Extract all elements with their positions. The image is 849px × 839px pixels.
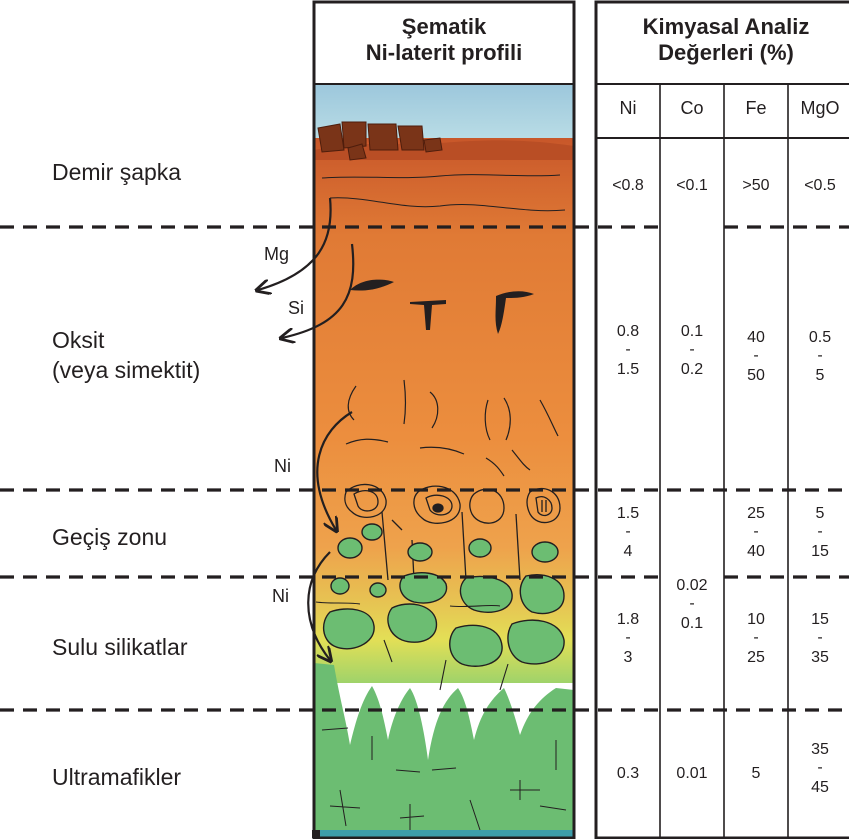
cell-co-shared-dash: -: [660, 596, 724, 612]
cell-ultramafic-ni: 0.3: [596, 766, 660, 782]
arrow-label-mg: Mg: [264, 244, 289, 265]
column-header-ni: Ni: [596, 98, 660, 119]
cell-co-shared-max: 0.1: [660, 616, 724, 632]
cell-oxide-fe-min: 40: [724, 330, 788, 346]
cell-oxide-mgo-min: 0.5: [788, 330, 849, 346]
cell-oxide-mgo-max: 5: [788, 368, 849, 384]
arrow-label-ni-upper: Ni: [274, 456, 291, 477]
cell-oxide-fe-max: 50: [724, 368, 788, 384]
cell-transition-ni: 1.5 - 4: [596, 506, 660, 560]
cell-hydrous-mgo-dash: -: [788, 630, 849, 646]
cell-hydrous-fe: 10 - 25: [724, 612, 788, 666]
cell-ultramafic-mgo-max: 45: [788, 780, 849, 796]
cell-ultramafic-mgo: 35 - 45: [788, 742, 849, 796]
cell-co-shared-min: 0.02: [660, 578, 724, 594]
cell-iron-cap-mgo: <0.5: [788, 178, 849, 194]
analysis-header: Kimyasal Analiz Değerleri (%): [598, 14, 849, 66]
cell-hydrous-fe-max: 25: [724, 650, 788, 666]
cell-transition-ni-dash: -: [596, 524, 660, 540]
cell-oxide-ni-dash: -: [596, 342, 660, 358]
cell-iron-cap-fe: >50: [724, 178, 788, 194]
arrow-label-si: Si: [288, 298, 304, 319]
cell-oxide-co-dash: -: [660, 342, 724, 358]
profile-title-line-2: Ni-laterit profili: [316, 40, 572, 66]
cell-transition-mgo-min: 5: [788, 506, 849, 522]
cell-oxide-mgo: 0.5 - 5: [788, 330, 849, 384]
analysis-title-line-2: Değerleri (%): [598, 40, 849, 66]
cell-hydrous-ni-dash: -: [596, 630, 660, 646]
column-header-fe: Fe: [724, 98, 788, 119]
cell-ultramafic-mgo-dash: -: [788, 760, 849, 776]
cell-transition-ni-max: 4: [596, 544, 660, 560]
cell-transition-fe-dash: -: [724, 524, 788, 540]
cell-oxide-co-min: 0.1: [660, 324, 724, 340]
cell-ultramafic-co: 0.01: [660, 766, 724, 782]
profile-title-line-1: Şematik: [316, 14, 572, 40]
cell-hydrous-fe-dash: -: [724, 630, 788, 646]
cell-hydrous-mgo-max: 35: [788, 650, 849, 666]
cell-ultramafic-fe: 5: [724, 766, 788, 782]
cell-transition-mgo-dash: -: [788, 524, 849, 540]
cell-hydrous-mgo: 15 - 35: [788, 612, 849, 666]
cell-oxide-fe-dash: -: [724, 348, 788, 364]
analysis-title-line-1: Kimyasal Analiz: [598, 14, 849, 40]
ultramafic-bedrock: [314, 663, 574, 832]
cell-iron-cap-ni: <0.8: [596, 178, 660, 194]
cell-hydrous-ni: 1.8 - 3: [596, 612, 660, 666]
cell-oxide-co: 0.1 - 0.2: [660, 324, 724, 378]
profile-header: Şematik Ni-laterit profili: [316, 14, 572, 66]
cell-oxide-ni: 0.8 - 1.5: [596, 324, 660, 378]
analysis-table-grid: [596, 2, 849, 838]
cell-oxide-ni-max: 1.5: [596, 362, 660, 378]
cell-oxide-mgo-dash: -: [788, 348, 849, 364]
cell-transition-fe-max: 40: [724, 544, 788, 560]
cell-oxide-co-max: 0.2: [660, 362, 724, 378]
cell-hydrous-mgo-min: 15: [788, 612, 849, 628]
cell-ultramafic-mgo-min: 35: [788, 742, 849, 758]
cell-hydrous-ni-min: 1.8: [596, 612, 660, 628]
cell-transition-ni-min: 1.5: [596, 506, 660, 522]
cell-transition-fe-min: 25: [724, 506, 788, 522]
cell-oxide-ni-min: 0.8: [596, 324, 660, 340]
cell-hydrous-ni-max: 3: [596, 650, 660, 666]
cell-transition-mgo-max: 15: [788, 544, 849, 560]
cell-transition-mgo: 5 - 15: [788, 506, 849, 560]
column-header-mgo: MgO: [788, 98, 849, 119]
cell-hydrous-fe-min: 10: [724, 612, 788, 628]
arrow-label-ni-lower: Ni: [272, 586, 289, 607]
cell-oxide-fe: 40 - 50: [724, 330, 788, 384]
cell-iron-cap-co: <0.1: [660, 178, 724, 194]
profile-column: [312, 2, 574, 838]
cell-transition-fe: 25 - 40: [724, 506, 788, 560]
cell-co-shared-range: 0.02 - 0.1: [660, 578, 724, 632]
column-header-co: Co: [660, 98, 724, 119]
